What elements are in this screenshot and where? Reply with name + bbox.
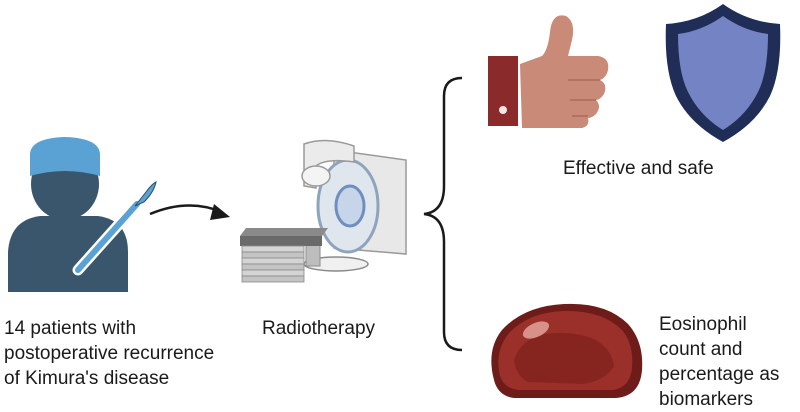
curly-brace — [423, 76, 463, 352]
outcome-caption: Effective and safe — [563, 158, 714, 179]
surgeon-cap — [30, 137, 100, 176]
flow-arrow — [149, 204, 230, 220]
thumbs-up-icon — [488, 15, 609, 128]
shield-icon — [665, 4, 781, 142]
surgeon-with-scalpel-icon — [8, 137, 157, 292]
scalpel — [72, 181, 157, 276]
treatment-couch — [240, 228, 328, 283]
blood-cell-icon — [491, 303, 643, 398]
biomarkers-caption: Eosinophil count and percentage as bioma… — [659, 314, 780, 410]
surgeon-body — [8, 216, 128, 292]
radiotherapy-machine-icon — [240, 139, 407, 283]
patients-caption: 14 patients with postoperative recurrenc… — [4, 318, 215, 389]
radiotherapy-caption: Radiotherapy — [262, 318, 376, 339]
